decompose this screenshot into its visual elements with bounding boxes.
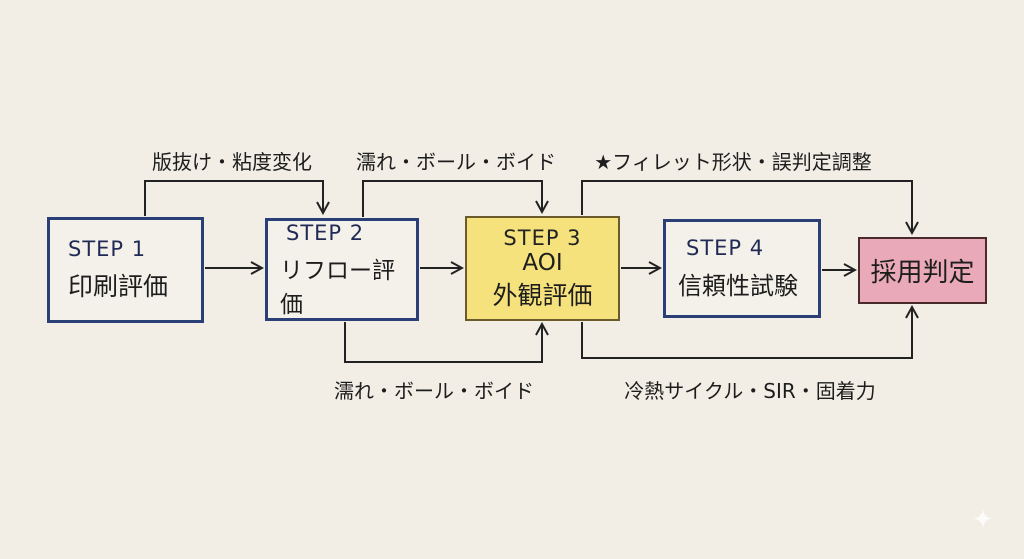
feedback-step2-top: [362, 180, 542, 217]
feedback-step3-top: [581, 180, 912, 233]
step1-label: STEP 1: [68, 237, 147, 261]
feedback-label-step2-top: 濡れ・ボール・ボイド: [356, 150, 556, 174]
step1-name: 印刷評価: [68, 272, 169, 301]
step2-name: リフロー評価: [280, 257, 395, 318]
feedback-step3-bottom: [581, 307, 912, 359]
sparkle-icon: ✦: [972, 505, 994, 535]
step4-label: STEP 4: [686, 236, 765, 260]
feedback-label-step1-top: 版抜け・粘度変化: [152, 150, 312, 174]
step3-name: 外観評価: [492, 280, 593, 310]
step1-box: STEP 1 印刷評価: [47, 217, 204, 323]
step4-name: 信頼性試験: [678, 272, 798, 300]
step3-sub: AOI: [522, 249, 563, 276]
step4-box: STEP 4 信頼性試験: [663, 219, 821, 318]
feedback-label-step2-bottom: 濡れ・ボール・ボイド: [334, 379, 534, 403]
final-decision-name: 採用判定: [870, 258, 975, 288]
feedback-label-step3-bottom: 冷熱サイクル・SIR・固着力: [624, 379, 876, 403]
feedback-step2-bottom: [344, 322, 542, 363]
step2-box: STEP 2 リフロー評価: [265, 218, 419, 321]
step3-box: STEP 3 AOI 外観評価: [465, 216, 620, 321]
feedback-step1-top: [144, 180, 323, 216]
final-decision-box: 採用判定: [858, 237, 987, 304]
feedback-label-step3-top: ★フィレット形状・誤判定調整: [594, 150, 872, 174]
step2-label: STEP 2: [286, 220, 365, 245]
step3-label: STEP 3: [503, 225, 582, 250]
